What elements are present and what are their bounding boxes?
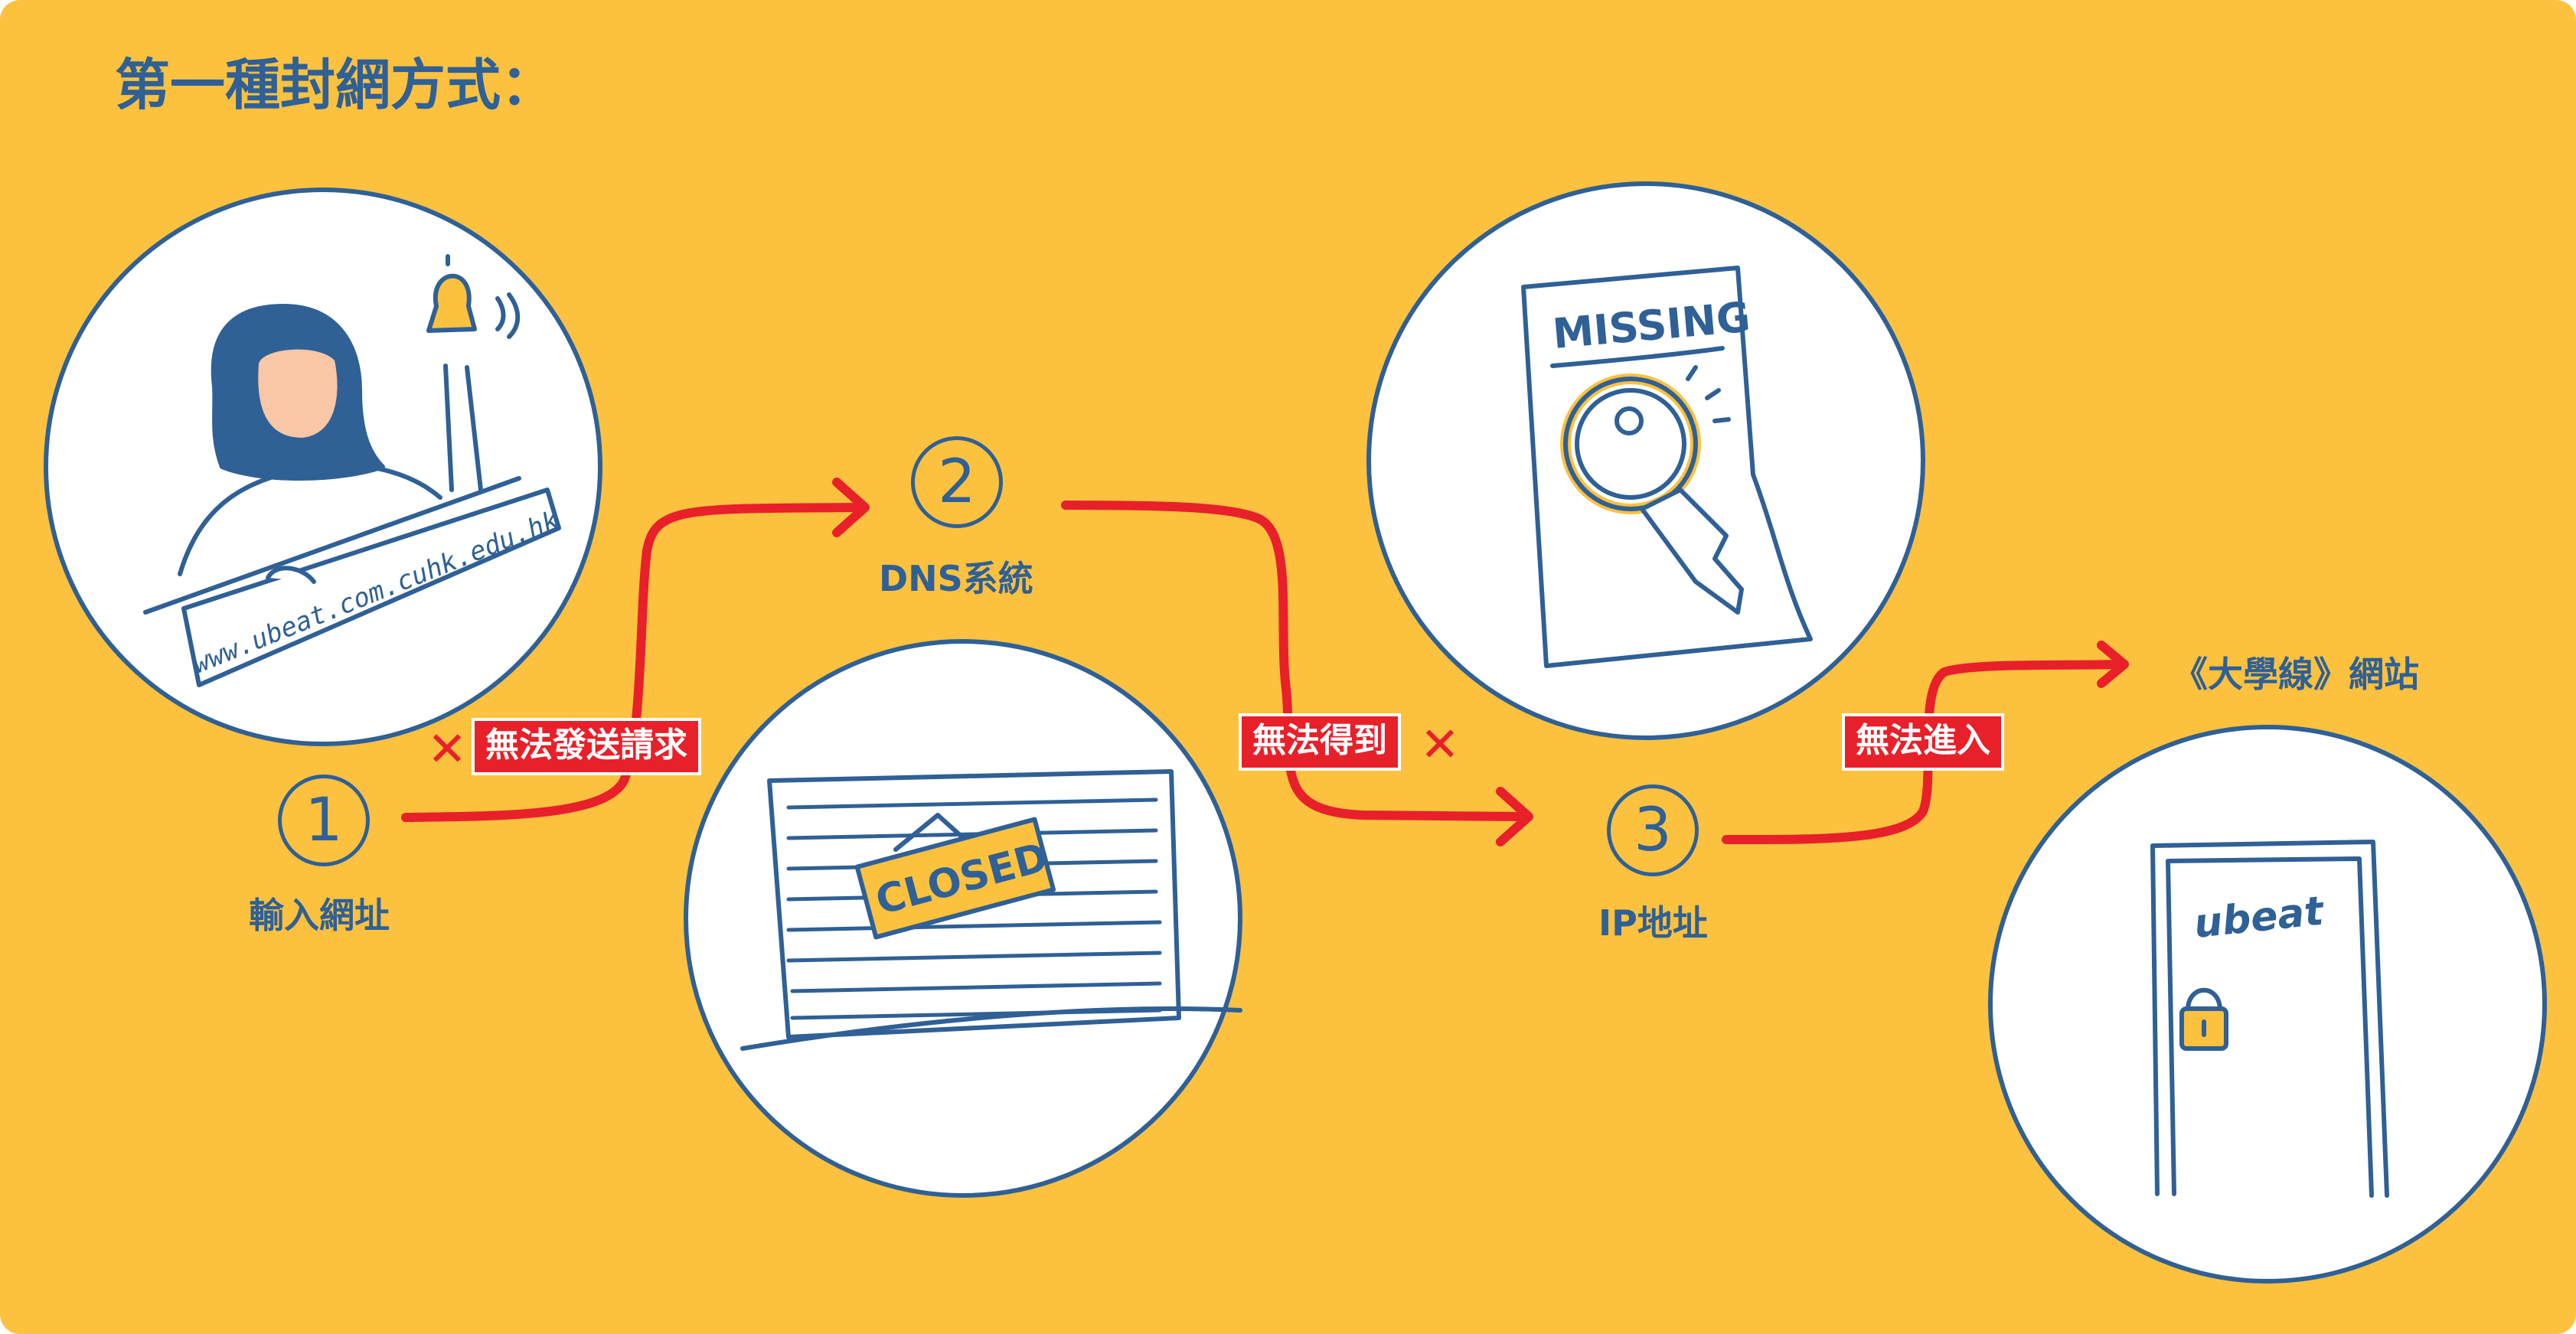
step-label-dns: DNS系統	[879, 558, 1033, 599]
arrow-dns-to-ip-head	[1496, 787, 1533, 846]
circle-door	[1988, 725, 2547, 1283]
page-title: 第一種封網方式：	[115, 53, 557, 117]
cross-icon: ✕	[427, 721, 467, 777]
step-label-input-url: 輸入網址	[249, 895, 390, 936]
arrow-ip-to-site-head	[2097, 641, 2129, 688]
step-number-3: 3	[1607, 784, 1699, 876]
step-label-ip: IP地址	[1598, 902, 1708, 944]
destination-label: 《大學線》網站	[2173, 654, 2419, 695]
arrow-dns-to-ip	[1061, 501, 1528, 821]
step-number-2: 2	[911, 436, 1003, 528]
arrow-step1-to-dns-head	[832, 478, 870, 537]
magnifier-key-icon: MISSING	[1521, 266, 1813, 668]
tag-cannot-get: 無法得到	[1239, 713, 1401, 771]
tag-cannot-send-request: 無法發送請求	[472, 718, 701, 775]
arrow-step1-to-dns	[401, 503, 862, 822]
cross-icon: ✕	[1420, 716, 1460, 772]
step-number-1: 1	[278, 775, 370, 866]
closed-shop-icon: CLOSED	[740, 769, 1242, 1051]
tag-cannot-enter: 無法進入	[1842, 713, 2004, 771]
